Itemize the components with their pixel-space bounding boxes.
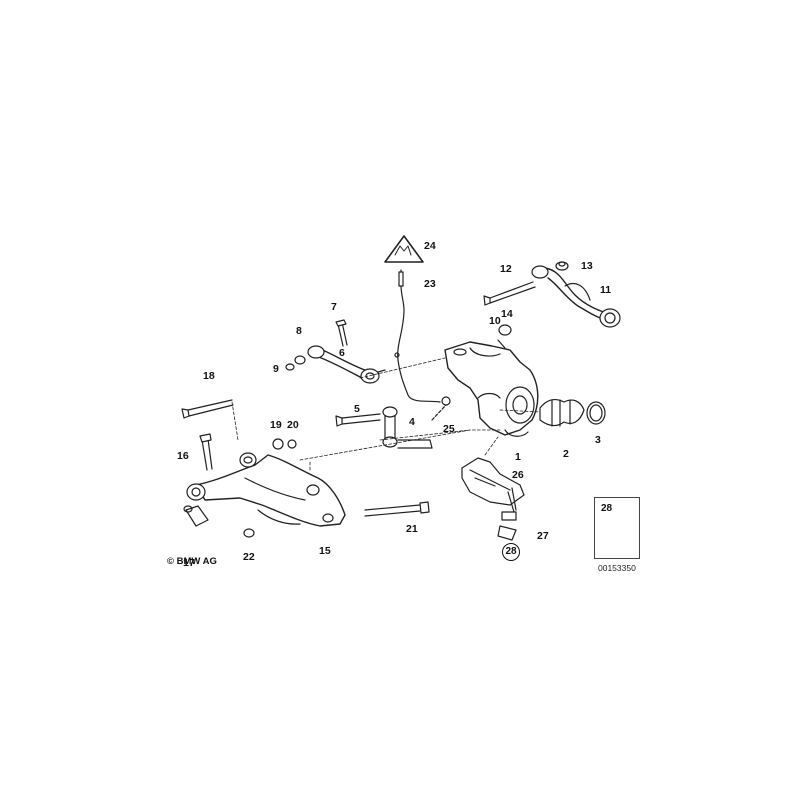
sensor-bracket: [461, 457, 525, 521]
callout-26: 26: [512, 469, 524, 481]
callout-20: 20: [287, 419, 299, 431]
callout-25: 25: [443, 423, 455, 435]
reference-box-label: 28: [601, 503, 613, 514]
washer-19: [272, 438, 284, 450]
bolt-12: [483, 281, 536, 306]
washer-8: [294, 355, 306, 365]
callout-17: 17: [183, 557, 195, 569]
callout-16: 16: [177, 450, 189, 462]
callout-12: 12: [500, 263, 512, 275]
lower-control-arm: [186, 452, 346, 527]
upper-control-arm: [531, 265, 621, 328]
callout-9: 9: [273, 363, 279, 375]
callout-7: 7: [331, 301, 337, 313]
bolt-16: [199, 433, 213, 471]
callout-4: 4: [409, 416, 415, 428]
sensor-cable: [394, 269, 451, 421]
callout-1: 1: [515, 451, 521, 463]
warning-label-icon: [384, 235, 424, 263]
diagram-id: 00153350: [598, 563, 636, 573]
wheel-carrier: [444, 324, 539, 437]
callout-3: 3: [595, 434, 601, 446]
assembly-lines: [231, 357, 541, 471]
callout-21: 21: [406, 523, 418, 535]
callout-11: 11: [600, 284, 612, 296]
callout-14: 14: [501, 308, 513, 320]
callout-24: 24: [424, 240, 436, 252]
circlip-ring: [586, 401, 606, 425]
bolt-21: [364, 501, 430, 517]
callout-22: 22: [243, 551, 255, 563]
stabilizer-link: [382, 406, 433, 449]
bolt-18: [181, 399, 234, 419]
copyright-text: © BMW AG: [167, 556, 217, 567]
callout-5: 5: [354, 403, 360, 415]
clip-27: [497, 525, 517, 541]
nut-13: [555, 261, 569, 271]
bolt-5: [335, 413, 381, 427]
callout-13: 13: [581, 260, 593, 272]
callout-18: 18: [203, 370, 215, 382]
callout-10: 10: [489, 315, 501, 327]
callout-2: 2: [563, 448, 569, 460]
bushing-17: [183, 505, 209, 527]
callout-28: 28: [502, 543, 520, 561]
callout-23: 23: [424, 278, 436, 290]
nut-20: [287, 439, 297, 449]
callout-8: 8: [296, 325, 302, 337]
callout-6: 6: [339, 347, 345, 359]
callout-27: 27: [537, 530, 549, 542]
callout-19: 19: [270, 419, 282, 431]
toe-link: [307, 345, 386, 384]
callout-15: 15: [319, 545, 331, 557]
drive-boot: [539, 398, 585, 427]
reference-box: 28: [594, 497, 640, 559]
bolt-7: [335, 319, 348, 347]
nut-22: [243, 528, 255, 538]
nut-9: [285, 363, 295, 371]
